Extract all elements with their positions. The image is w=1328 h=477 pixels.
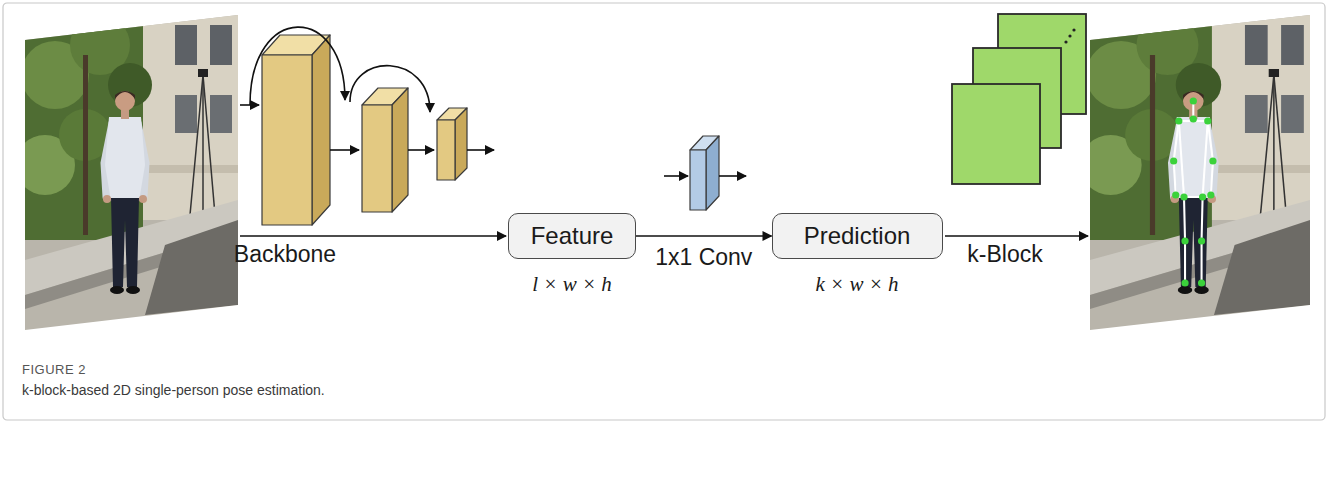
edge-label: 1x1 Conv (655, 244, 752, 271)
process-box: Feature (508, 213, 636, 259)
dimension-label: k × w × h (815, 272, 898, 297)
figure-caption: k-block-based 2D single-person pose esti… (22, 382, 325, 398)
stage-label: k-Block (967, 241, 1042, 268)
box-label: Prediction (804, 222, 911, 250)
process-box: Prediction (772, 213, 943, 259)
stage-label: Backbone (234, 241, 336, 268)
box-label: Feature (531, 222, 614, 250)
dimension-label: l × w × h (532, 272, 612, 297)
figure-number: FIGURE 2 (22, 362, 86, 377)
flow-arrow (636, 235, 772, 237)
